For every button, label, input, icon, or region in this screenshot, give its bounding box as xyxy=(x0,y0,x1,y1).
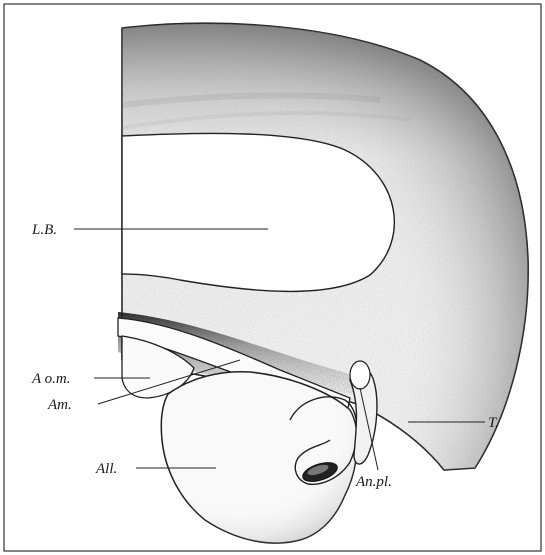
label-anpl: An.pl. xyxy=(355,474,392,490)
label-all: All. xyxy=(95,461,117,477)
label-t: T. xyxy=(488,415,499,431)
label-lb: L.B. xyxy=(31,222,57,238)
neural-plate-region xyxy=(122,133,394,291)
label-aom: A o.m. xyxy=(31,371,70,387)
label-am: Am. xyxy=(47,397,72,413)
